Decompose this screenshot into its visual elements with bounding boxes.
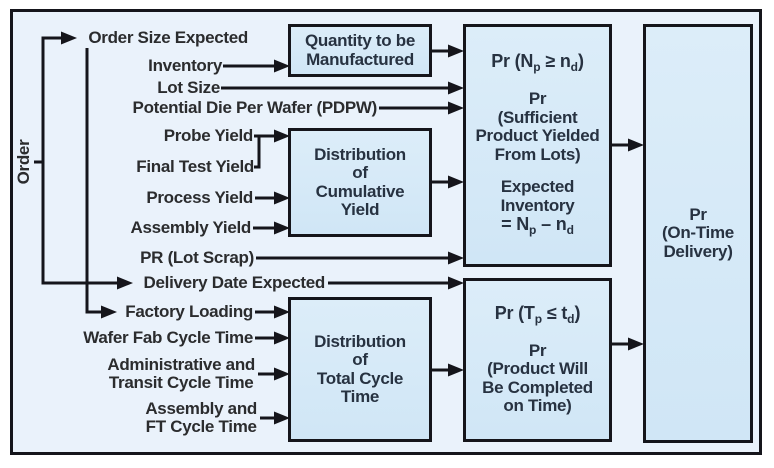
label-inventory: Inventory xyxy=(148,56,222,75)
label-wafer-fab-cycle-time: Wafer Fab Cycle Time xyxy=(83,328,253,347)
label-line: Administrative and xyxy=(107,355,255,374)
label-final-test-yield: Final Test Yield xyxy=(136,157,254,176)
box-text-line: (Sufficient xyxy=(497,107,578,127)
box-text-line: Quantity to be xyxy=(304,31,416,50)
box-text-line: on Time) xyxy=(503,396,572,416)
box-quantity-to-be-manufactured: Quantity to be Manufactured xyxy=(288,24,432,77)
box-text-line: (On-Time xyxy=(662,223,734,243)
label-pr-lot-scrap: PR (Lot Scrap) xyxy=(140,248,254,267)
label-lot-size: Lot Size xyxy=(157,78,220,97)
formula-expected-inventory: = Np – nd xyxy=(501,214,574,237)
box-text-line: (Product Will xyxy=(487,359,588,379)
label-assembly-yield: Assembly Yield xyxy=(130,218,251,237)
box-text-line: Distribution xyxy=(314,144,406,164)
label-assembly-ft-cycle-time: Assembly and FT Cycle Time xyxy=(145,400,257,436)
box-text-line: Manufactured xyxy=(306,49,414,69)
label-potential-die-per-wafer: Potential Die Per Wafer (PDPW) xyxy=(132,98,378,117)
order-label: Order xyxy=(14,139,33,185)
box-text-line: Total Cycle xyxy=(316,368,404,388)
label-administrative-transit-cycle-time: Administrative and Transit Cycle Time xyxy=(107,356,255,392)
label-factory-loading: Factory Loading xyxy=(125,302,253,321)
box-text-line: Inventory xyxy=(500,195,575,215)
label-process-yield: Process Yield xyxy=(146,188,253,207)
box-text-line: Expected xyxy=(500,177,575,196)
box-text-line: From Lots) xyxy=(494,144,581,164)
box-text-line: of xyxy=(352,163,368,182)
label-line: Transit Cycle Time xyxy=(108,373,254,392)
box-text-line: Distribution xyxy=(314,331,406,351)
box-text-line: Pr xyxy=(689,204,707,224)
label-delivery-date-expected: Delivery Date Expected xyxy=(143,273,326,292)
box-distribution-cumulative-yield: Distribution of Cumulative Yield xyxy=(288,128,432,237)
box-text-group: Pr (Sufficient Product Yielded From Lots… xyxy=(475,89,600,164)
label-order-size-expected: Order Size Expected xyxy=(88,28,248,47)
box-text-line: Cumulative xyxy=(315,181,405,201)
formula-tp-le-td: Pr (Tp ≤ td) xyxy=(494,303,581,327)
box-on-time-delivery-probability: Pr (On-Time Delivery) xyxy=(643,24,753,443)
box-distribution-total-cycle-time: Distribution of Total Cycle Time xyxy=(288,297,432,442)
box-text-line: Product Yielded xyxy=(475,126,600,145)
box-text-line: Delivery) xyxy=(663,241,733,261)
box-text-group: Expected Inventory = Np – nd xyxy=(500,177,575,240)
box-text-line: Be Completed xyxy=(482,377,593,397)
formula-np-ge-nd: Pr (Np ≥ nd) xyxy=(491,50,584,74)
box-text-line: Yield xyxy=(340,200,380,219)
box-text-line: Pr xyxy=(528,89,547,108)
box-text-line: of xyxy=(352,350,368,369)
box-text-line: Time xyxy=(340,387,380,406)
box-text-group: Pr (Product Will Be Completed on Time) xyxy=(482,340,593,416)
label-line: FT Cycle Time xyxy=(145,417,257,436)
box-on-time-completion-probability: Pr (Tp ≤ td) Pr (Product Will Be Complet… xyxy=(463,278,612,442)
box-text-line: Pr xyxy=(528,340,547,360)
box-sufficient-product-probability: Pr (Np ≥ nd) Pr (Sufficient Product Yiel… xyxy=(463,24,612,267)
label-line: Assembly and xyxy=(145,399,257,418)
label-probe-yield: Probe Yield xyxy=(163,126,254,145)
